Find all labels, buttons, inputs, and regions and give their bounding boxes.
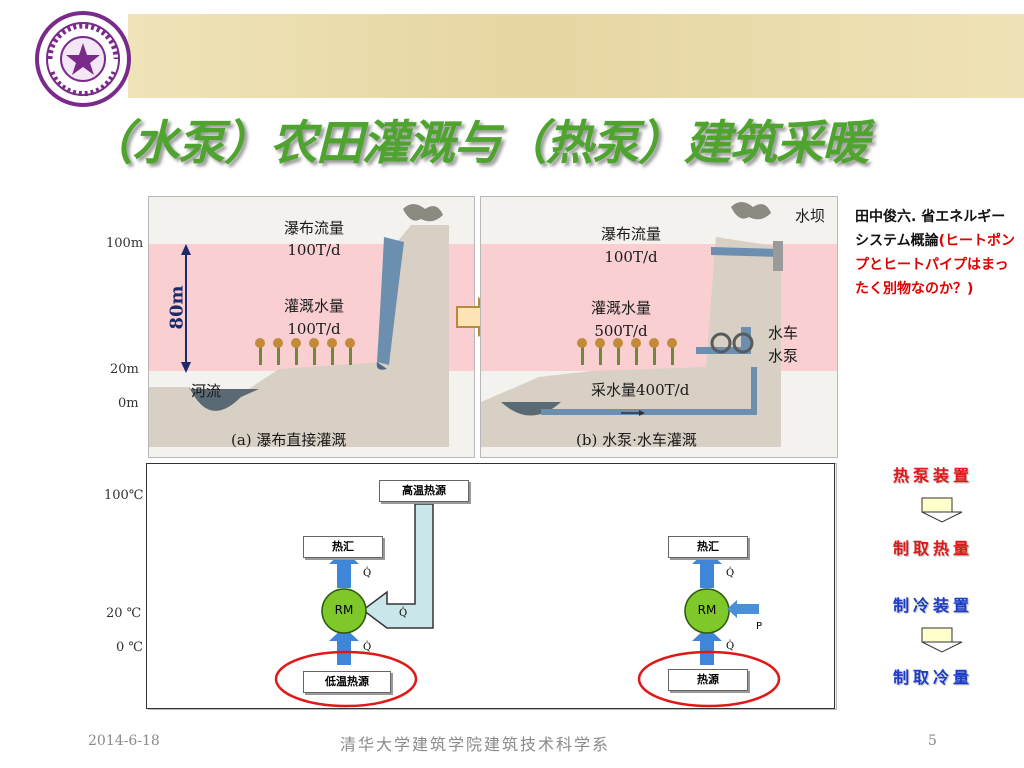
temp-20: 20 ℃ [106,606,142,621]
heat-sink-right: 热汇 [668,536,748,558]
pump-label: 水泵 [768,347,799,365]
waterfall-illustration [149,204,449,447]
irrigation-label: 灌溉水量 [283,297,344,315]
cooling-device: 制冷装置 [892,596,973,615]
take-cold: 制取冷量 [892,668,973,687]
intake-label: 采水量400T/d [591,381,690,399]
tsinghua-seal-icon [35,11,131,107]
q-bottom-right: Q̇ [726,641,735,652]
panel-a-waterfall: 瀑布流量 100T/d 灌溉水量 100T/d 80m 河流 (a) 瀑布直接灌… [148,196,475,458]
flow-value-b: 100T/d [604,248,658,266]
footer-page: 5 [928,733,937,749]
level-0m: 0m [118,396,139,411]
heat-pump-device: 热泵装置 [892,466,973,485]
temp-0: 0 ℃ [116,640,143,655]
heat-source-right: 热源 [668,669,748,691]
down-arrow-icon [921,497,963,523]
temp-100: 100℃ [104,488,144,503]
down-arrow-icon-2 [921,627,963,653]
reference-author: 田中俊六. 省エネルギーシステム概論 [855,209,1006,249]
footer-date: 2014-6-18 [88,733,160,749]
wheel-label: 水车 [768,324,799,342]
low-temp-source: 低温热源 [303,671,391,693]
irrigation-label-b: 灌溉水量 [590,299,651,317]
panel-b-pump: 瀑布流量 100T/d 灌溉水量 500T/d 水坝 水车 水泵 采水量400T… [480,196,838,458]
irrigation-value-b: 500T/d [594,322,648,340]
q-mid-left: Q̇ [399,608,408,619]
flow-label: 瀑布流量 [283,219,344,237]
pump-illustration [481,202,783,447]
level-100m: 100m [106,236,144,251]
footer-institution: 清华大学建筑学院建筑技术科学系 [340,735,611,754]
flow-value: 100T/d [287,241,341,259]
river-label: 河流 [191,382,222,400]
rm-left: RM [334,603,354,617]
thermo-diagram: 高温热源 热汇 热汇 低温热源 热源 RM RM Q̇ Q̇ Q̇ Q̇ Q̇ … [146,463,835,709]
reference-subtitle: (ヒートポンプとヒートパイプはまったく別物なのか？) [855,233,1015,297]
p-label: P [756,621,763,632]
q-top-left: Q̇ [363,568,372,579]
q-bottom-left: Q̇ [363,642,372,653]
reference-note: 田中俊六. 省エネルギーシステム概論(ヒートポンプとヒートパイプはまったく別物な… [855,205,1015,301]
take-heat: 制取热量 [892,539,973,558]
page-title: （水泵）农田灌溉与（热泵）建筑采暖 [86,116,869,171]
q-top-right: Q̇ [726,568,735,579]
heat-sink-left: 热汇 [303,536,383,558]
high-temp-source: 高温热源 [379,480,469,502]
header-banner [128,14,1024,98]
caption-b: (b) 水泵·水车灌溉 [576,431,697,449]
height-label: 80m [166,285,188,330]
caption-a: (a) 瀑布直接灌溉 [231,431,347,449]
rm-right: RM [697,603,717,617]
flow-label-b: 瀑布流量 [600,225,661,243]
dam-label: 水坝 [795,207,826,225]
thermo-shapes [274,503,781,708]
level-20m: 20m [110,362,139,377]
irrigation-value: 100T/d [287,320,341,338]
